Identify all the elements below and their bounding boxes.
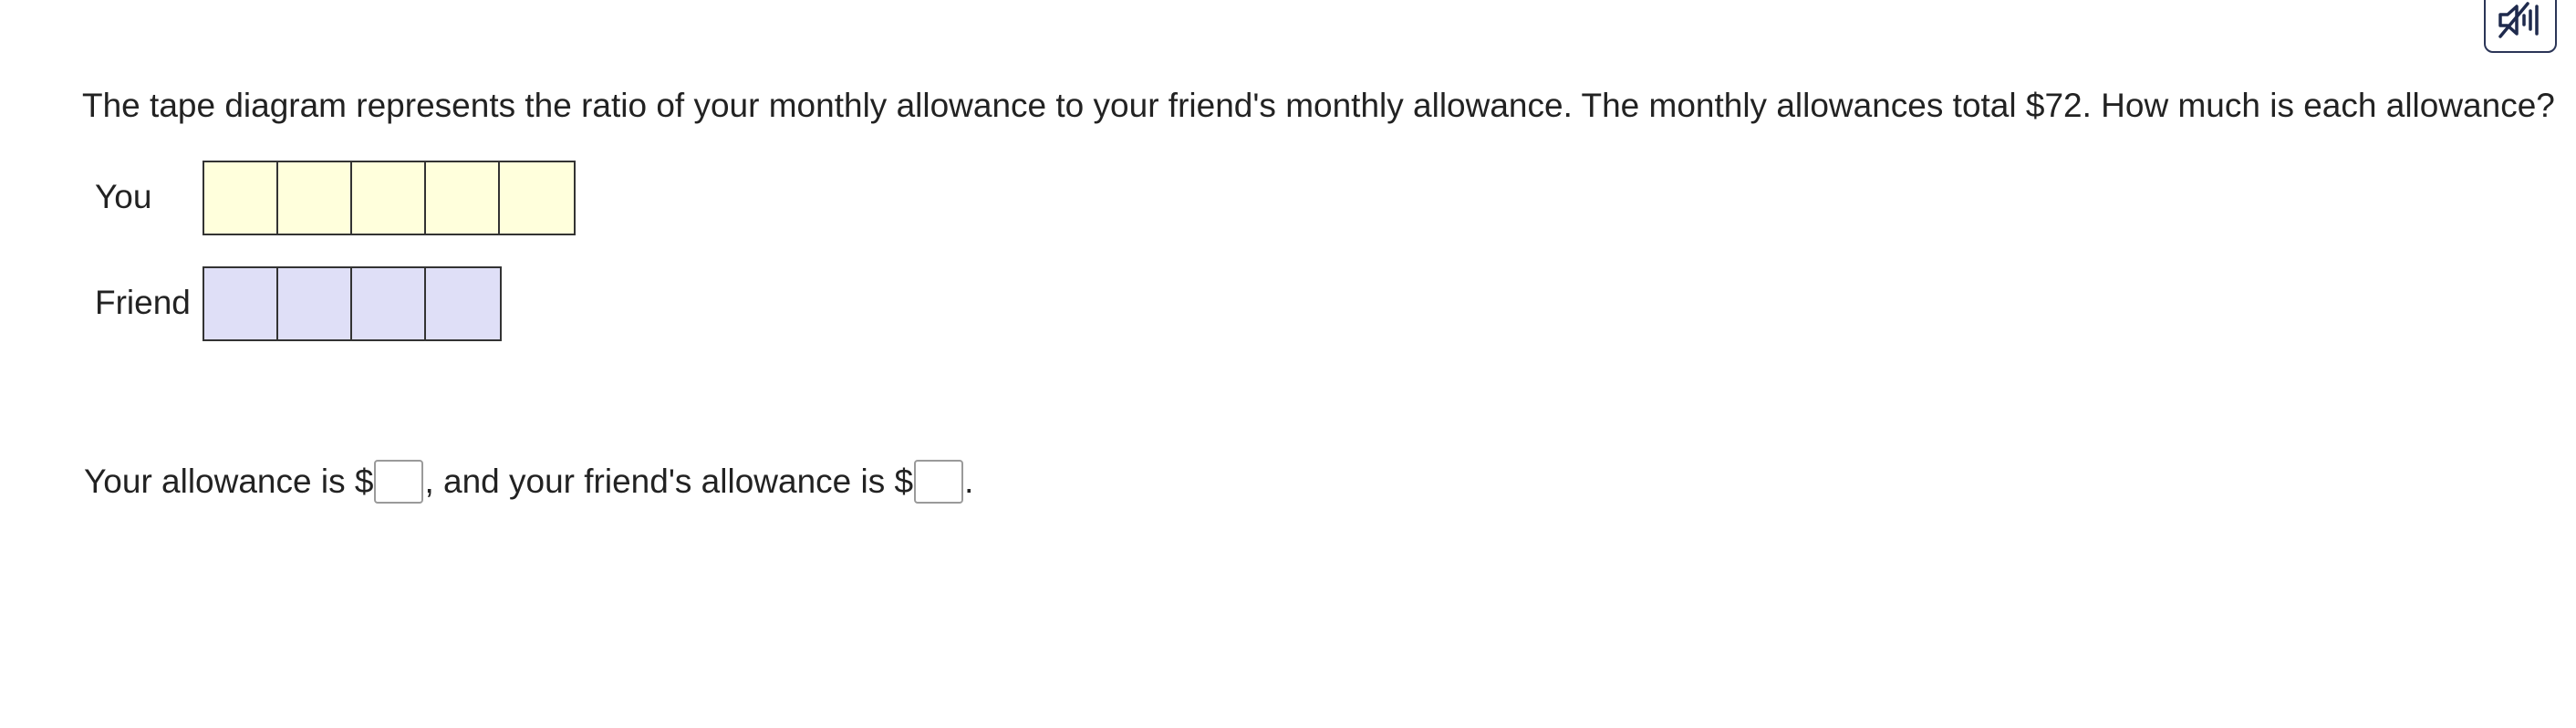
tape-label-you: You (95, 178, 152, 215)
question-text: The tape diagram represents the ratio of… (82, 87, 2555, 124)
tape-label-friend: Friend (95, 284, 191, 321)
tape-unit (426, 162, 500, 234)
speaker-muted-icon (2497, 0, 2544, 40)
your-allowance-input[interactable] (374, 460, 424, 504)
tape-unit (352, 162, 426, 234)
tape-unit (204, 162, 278, 234)
tape-friend (203, 266, 502, 341)
tape-you (203, 161, 576, 235)
tape-unit (278, 268, 352, 339)
answer-text-part3: . (964, 463, 974, 500)
tape-unit (426, 268, 500, 339)
answer-text-part1: Your allowance is $ (84, 463, 374, 500)
tape-unit (500, 162, 574, 234)
tape-unit (204, 268, 278, 339)
audio-toggle-button[interactable] (2484, 0, 2557, 53)
answer-text-part2: , and your friend's allowance is $ (424, 463, 914, 500)
tape-unit (278, 162, 352, 234)
answer-sentence: Your allowance is $ , and your friend's … (84, 456, 973, 507)
tape-unit (352, 268, 426, 339)
friend-allowance-input[interactable] (914, 460, 964, 504)
